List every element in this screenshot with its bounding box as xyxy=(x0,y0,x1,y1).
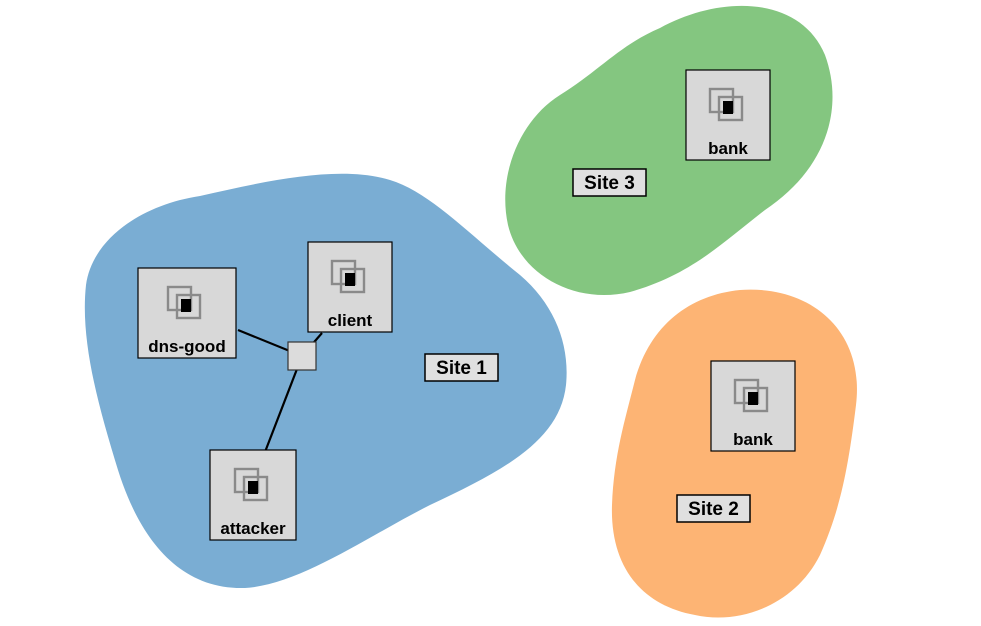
site-3-region[interactable] xyxy=(505,5,833,296)
node-frame xyxy=(137,267,237,359)
node-frame xyxy=(209,449,297,541)
site-1-label-text: Site 1 xyxy=(436,358,487,379)
lan-switch[interactable] xyxy=(287,341,317,371)
node-label-bank-site3: bank xyxy=(708,139,748,158)
node-frame xyxy=(307,241,393,333)
site-2-label-text: Site 2 xyxy=(688,499,739,520)
site-3-label: Site 3 xyxy=(572,168,647,197)
node-label-client: client xyxy=(328,311,373,330)
node-bank-site2[interactable]: bank xyxy=(710,360,796,452)
node-label-bank-site2: bank xyxy=(733,430,773,449)
node-dns-good[interactable]: dns-good xyxy=(137,267,237,359)
node-client[interactable]: client xyxy=(307,241,393,333)
site-3-label-text: Site 3 xyxy=(584,173,635,194)
link-attacker-switch xyxy=(263,355,304,453)
node-bank-site3[interactable]: bank xyxy=(685,69,771,161)
site-1-label: Site 1 xyxy=(424,353,499,382)
node-frame xyxy=(710,360,796,452)
node-label-attacker: attacker xyxy=(220,519,286,538)
node-label-dns-good: dns-good xyxy=(148,337,225,356)
node-frame xyxy=(685,69,771,161)
node-attacker[interactable]: attacker xyxy=(209,449,297,541)
site-2-label: Site 2 xyxy=(676,494,751,523)
site-2-region[interactable] xyxy=(611,289,857,618)
